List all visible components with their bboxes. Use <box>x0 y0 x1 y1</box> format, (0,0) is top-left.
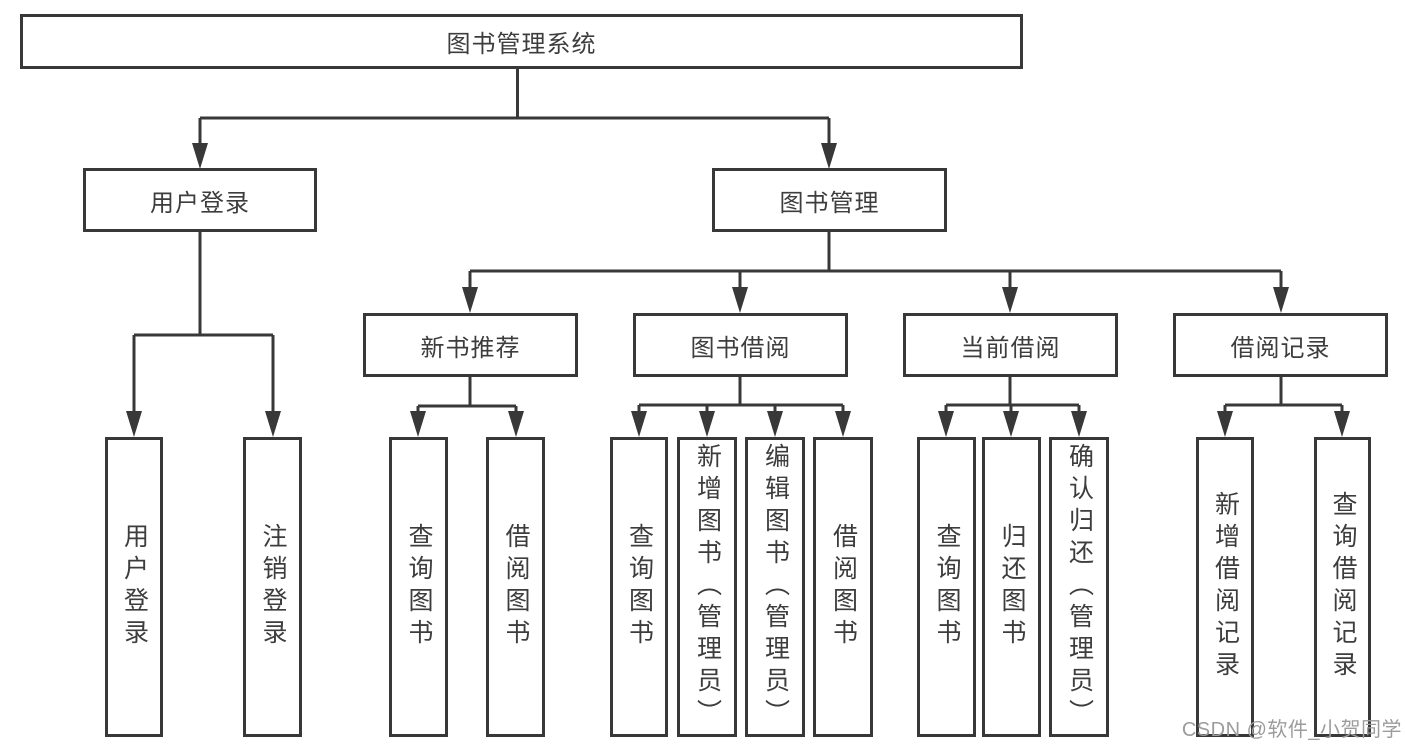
node-user-login: 用户登录 <box>83 168 317 232</box>
leaf-query-books-current-label: 查询图书 <box>933 523 961 651</box>
node-borrowing-records-label: 借阅记录 <box>1230 334 1331 362</box>
leaf-return-books: 归还图书 <box>982 437 1041 737</box>
leaf-add-books-admin: 新增图书（管理员） <box>677 437 737 737</box>
leaf-add-books-admin-label: 新增图书（管理员） <box>693 443 722 731</box>
leaf-borrow-books-borrowing: 借阅图书 <box>813 437 873 737</box>
leaf-borrow-books-recommend-label: 借阅图书 <box>502 523 530 651</box>
leaf-user-login: 用户登录 <box>105 437 163 737</box>
node-new-book-recommend-label: 新书推荐 <box>420 334 521 362</box>
leaf-query-books-current: 查询图书 <box>917 437 976 737</box>
leaf-query-books-borrowing: 查询图书 <box>610 437 668 737</box>
leaf-borrow-books-recommend: 借阅图书 <box>486 437 545 737</box>
leaf-add-borrow-record: 新增借阅记录 <box>1196 437 1254 737</box>
leaf-user-login-label: 用户登录 <box>120 523 149 651</box>
node-new-book-recommend: 新书推荐 <box>363 313 578 377</box>
leaf-edit-books-admin: 编辑图书（管理员） <box>745 437 805 737</box>
node-user-login-label: 用户登录 <box>150 189 250 217</box>
leaf-logout: 注销登录 <box>243 437 302 737</box>
node-book-borrowing-label: 图书借阅 <box>690 334 791 362</box>
leaf-query-books-recommend: 查询图书 <box>389 437 448 737</box>
leaf-query-books-borrowing-label: 查询图书 <box>625 523 654 651</box>
leaf-query-borrow-record: 查询借阅记录 <box>1314 437 1371 737</box>
node-current-borrowing-label: 当前借阅 <box>960 334 1061 362</box>
leaf-logout-label: 注销登录 <box>259 523 287 651</box>
node-library-system: 图书管理系统 <box>20 14 1023 69</box>
leaf-return-books-label: 归还图书 <box>998 523 1026 651</box>
watermark: CSDN @软件_小贺同学 <box>1181 719 1402 741</box>
node-book-borrowing: 图书借阅 <box>633 313 848 377</box>
node-book-management-label: 图书管理 <box>779 189 880 217</box>
leaf-query-borrow-record-label: 查询借阅记录 <box>1329 491 1357 683</box>
leaf-confirm-return-admin: 确认归还（管理员） <box>1049 437 1109 737</box>
leaf-edit-books-admin-label: 编辑图书（管理员） <box>761 443 790 731</box>
node-current-borrowing: 当前借阅 <box>903 313 1118 377</box>
node-book-management: 图书管理 <box>712 168 947 232</box>
leaf-confirm-return-admin-label: 确认归还（管理员） <box>1065 443 1094 731</box>
node-borrowing-records: 借阅记录 <box>1173 313 1388 377</box>
node-library-system-label: 图书管理系统 <box>446 31 597 58</box>
leaf-add-borrow-record-label: 新增借阅记录 <box>1211 491 1240 683</box>
arrowheads <box>126 143 1350 437</box>
leaf-borrow-books-borrowing-label: 借阅图书 <box>829 523 858 651</box>
leaf-query-books-recommend-label: 查询图书 <box>405 523 433 651</box>
